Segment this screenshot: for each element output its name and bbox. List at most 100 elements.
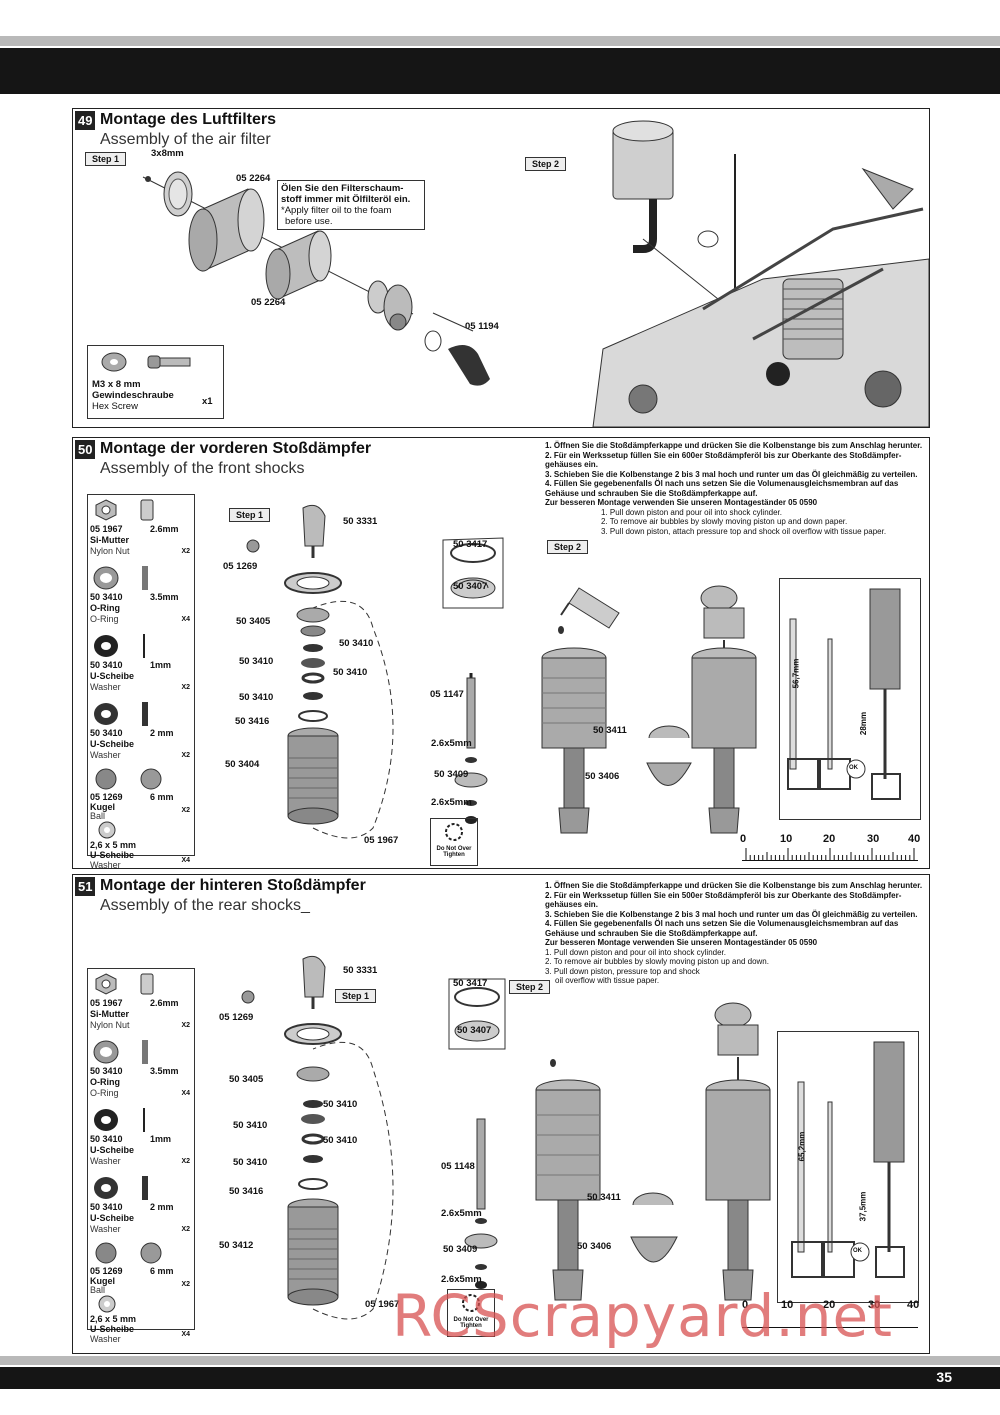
part-label: 50 3410 xyxy=(239,656,274,667)
hw-size: 3.5mm xyxy=(150,1066,179,1076)
instruction-line: 3. Schieben Sie die Kolbenstange 2 bis 3… xyxy=(545,909,918,919)
instruction-line: 1. Pull down piston and pour oil into sh… xyxy=(545,947,726,957)
page-number: 35 xyxy=(936,1369,952,1385)
do-not-over-tighten-badge: Do Not Over Tighten xyxy=(447,1289,495,1337)
part-label: 50 3410 xyxy=(323,1099,358,1110)
hardware-qty: x1 xyxy=(202,396,213,407)
hw-name-de: U-Scheibe xyxy=(90,850,135,860)
hw-code: 50 3410 xyxy=(90,1134,123,1144)
step1-label: Step 1 xyxy=(229,508,271,522)
hw-size: 2.6mm xyxy=(150,524,179,534)
nut-side-icon xyxy=(140,973,154,995)
instruction-line: 1. Öffnen Sie die Stoßdämpferkappe und d… xyxy=(545,441,923,450)
hardware-item: 05 1269 6 mm Kugel Ball X2 xyxy=(88,1241,194,1295)
ball-side-icon xyxy=(140,1242,162,1264)
part-label: 05 1147 xyxy=(430,689,464,700)
instruction-line: 3. Pull down piston, pressure top and sh… xyxy=(545,966,700,976)
front-shock-exploded-diagram xyxy=(246,504,504,839)
part-label: 50 3404 xyxy=(225,759,260,770)
washer-icon xyxy=(98,821,116,839)
step-51-panel: 51 Montage der hinteren Stoßdämpfer Asse… xyxy=(72,874,930,1354)
top-stripe xyxy=(0,36,1000,46)
instruction-line: oil overflow with tissue paper. xyxy=(555,976,660,985)
part-label: 50 3412 xyxy=(219,1240,254,1251)
oil-filling-diagram xyxy=(541,585,757,834)
part-label: 50 3409 xyxy=(434,769,469,780)
hw-name-en: O-Ring xyxy=(90,1088,119,1098)
hw-name-en: Washer xyxy=(90,1334,121,1344)
hardware-size: M3 x 8 mm xyxy=(92,379,141,390)
hw-size: 2 mm xyxy=(150,728,174,738)
instruction-line: 2. To remove air bubbles by slowly movin… xyxy=(601,517,848,526)
hardware-box: 05 1967 2.6mm Si-Mutter Nylon Nut X2 50 … xyxy=(87,494,195,868)
hw-name-en: Washer xyxy=(90,682,121,692)
hw-name-de: Kugel xyxy=(90,802,116,812)
ok-label: OK xyxy=(853,1248,862,1254)
o-ring-icon xyxy=(93,566,119,590)
instruction-line: 2. Für ein Werkssetup füllen Sie ein 500… xyxy=(545,890,902,910)
step1-label: Step 1 xyxy=(335,989,377,1003)
washer-side-icon xyxy=(142,1176,148,1200)
hw-size: 2.6mm xyxy=(150,998,179,1008)
hardware-item: 2,6 x 5 mm U-Scheibe Washer X4 xyxy=(88,819,194,868)
bottom-footer-bar xyxy=(0,1367,1000,1389)
ruler-tick-label: 10 xyxy=(780,833,793,845)
nut-side-icon xyxy=(140,499,154,521)
hw-qty: X2 xyxy=(181,752,190,759)
hardware-item: 05 1967 2.6mm Si-Mutter Nylon Nut X2 xyxy=(88,495,194,563)
hardware-item: 50 3410 3.5mm O-Ring O-Ring X4 xyxy=(88,563,194,631)
hw-qty: X2 xyxy=(181,548,190,555)
hw-qty: X4 xyxy=(181,616,190,623)
hardware-item: 2,6 x 5 mm U-Scheibe Washer X4 xyxy=(88,1293,194,1344)
hw-name-de: O-Ring xyxy=(90,1077,120,1087)
screw-size-label: 3x8mm xyxy=(151,148,184,159)
step-number: 50 xyxy=(75,440,96,459)
hardware-name-en: Hex Screw xyxy=(92,401,138,412)
part-label: 2.6x5mm xyxy=(431,797,472,808)
part-label: 50 3405 xyxy=(229,1074,264,1085)
part-label: 50 3331 xyxy=(343,965,378,976)
hardware-name-de: Gewindeschraube xyxy=(92,390,174,401)
washer-icon xyxy=(94,635,118,657)
hw-code: 50 3410 xyxy=(90,660,123,670)
title-english: Assembly of the rear shocks_ xyxy=(100,897,310,914)
part-label: 05 1269 xyxy=(223,561,258,572)
hw-code: 50 3410 xyxy=(90,1202,123,1212)
ruler-tick-label: 30 xyxy=(868,1299,881,1311)
part-label: 05 2264 xyxy=(236,173,271,184)
instruction-line: 2. To remove air bubbles by slowly movin… xyxy=(545,957,769,966)
do-not-label: Do Not Over Tighten xyxy=(436,846,472,858)
instructions: 1. Öffnen Sie die Stoßdämpferkappe und d… xyxy=(545,441,929,536)
instruction-line: 1. Pull down piston and pour oil into sh… xyxy=(601,507,782,517)
part-label: 50 3410 xyxy=(339,638,374,649)
hw-qty: X4 xyxy=(181,1090,190,1097)
ball-icon xyxy=(95,768,117,790)
hw-qty: X2 xyxy=(181,1022,190,1029)
hardware-item: 50 3410 3.5mm O-Ring O-Ring X4 xyxy=(88,1037,194,1105)
instruction-line: 4. Füllen Sie gegebenenfalls Öl nach uns… xyxy=(545,479,899,498)
instructions: 1. Öffnen Sie die Stoßdämpferkappe und d… xyxy=(545,881,929,986)
part-label: 05 1967 xyxy=(364,835,399,846)
washer-side-icon xyxy=(143,1108,145,1132)
ruler-tick-label: 20 xyxy=(823,833,836,845)
washer-side-icon xyxy=(143,634,145,658)
hw-name-en: O-Ring xyxy=(90,614,119,624)
hw-size: 6 mm xyxy=(150,1266,174,1276)
rear-shock-exploded-diagram xyxy=(241,955,506,1320)
part-label: 2.6x5mm xyxy=(431,738,472,749)
engine-assembly-diagram xyxy=(592,120,929,427)
rotate-arrow-icon xyxy=(445,823,463,841)
step1-label: Step 1 xyxy=(85,152,127,166)
shock-length-gauge: 65,2mm 37,5mm OK xyxy=(777,1031,919,1303)
step2-label: Step 2 xyxy=(525,157,567,171)
part-label: 50 3406 xyxy=(585,771,620,782)
top-header-bar xyxy=(0,48,1000,94)
part-label: 05 2264 xyxy=(251,297,286,308)
nut-icon xyxy=(95,973,117,995)
hw-size: 2 mm xyxy=(150,1202,174,1212)
bottom-stripe xyxy=(0,1356,1000,1365)
hardware-item: 50 3410 1mm U-Scheibe Washer X2 xyxy=(88,631,194,699)
hw-name-de: U-Scheibe xyxy=(90,1213,135,1223)
washer-icon xyxy=(94,703,118,725)
part-label: 50 3411 xyxy=(593,725,627,736)
